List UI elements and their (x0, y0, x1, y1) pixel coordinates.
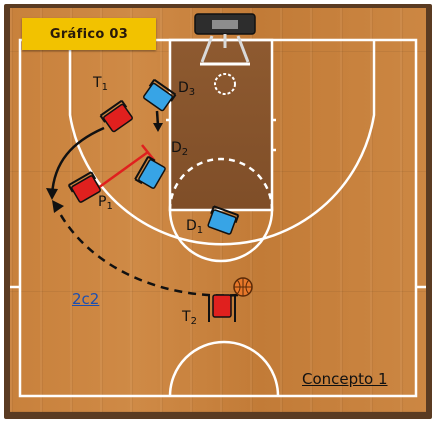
player-d2-icon (134, 155, 166, 189)
player-d1-icon (207, 205, 240, 235)
player-p1-icon (67, 171, 101, 203)
player-d3-icon (143, 78, 177, 112)
player-t2-icon (208, 294, 236, 322)
paint-area (170, 40, 272, 210)
hoop-icon (194, 13, 256, 95)
free-throw-arc-dashed (168, 157, 274, 211)
player-t1-icon (99, 99, 133, 133)
key-lines (168, 38, 274, 212)
free-throw-arc (168, 209, 274, 263)
chart-title-badge: Gráfico 03 (22, 18, 156, 50)
defender-shift-head (153, 123, 163, 132)
screen-line (97, 144, 155, 190)
label-p1: P1 (98, 194, 113, 212)
three-point-line (68, 40, 376, 246)
label-t1: T1 (93, 75, 108, 93)
label-d1: D1 (186, 218, 204, 236)
basketball-icon (233, 277, 253, 297)
label-t2: T2 (182, 309, 197, 327)
cut-arrow-head (46, 188, 58, 200)
link-2c2[interactable]: 2c2 (72, 290, 100, 308)
cut-arrow (50, 126, 105, 196)
court-lines (10, 38, 426, 398)
pass-arrow-head (52, 200, 64, 213)
label-d2: D2 (171, 140, 189, 158)
center-circle (168, 340, 280, 397)
concept-label: Concepto 1 (302, 370, 388, 388)
chart-title: Gráfico 03 (49, 26, 129, 42)
label-d3: D3 (178, 80, 196, 98)
